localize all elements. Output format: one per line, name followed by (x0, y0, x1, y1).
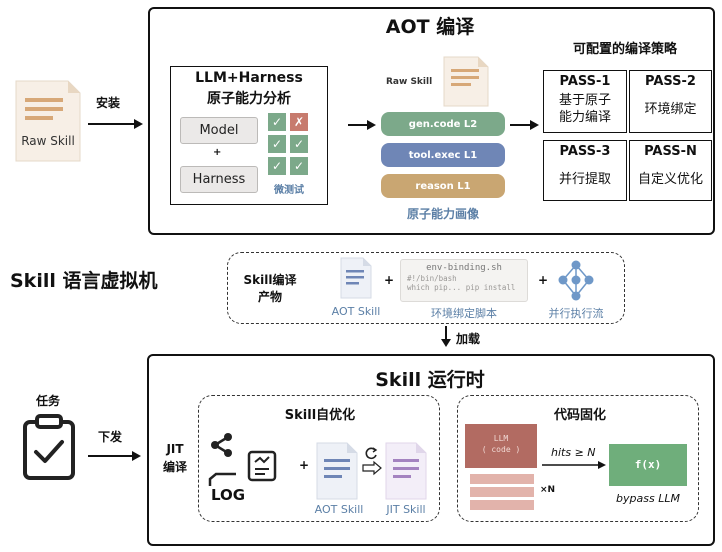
self-opt-title: Skill自优化 (284, 408, 356, 423)
micro-test-label: 微测试 (274, 185, 304, 196)
pass-3: PASS-3 并行提取 (543, 140, 627, 201)
raw-skill-label: Raw Skill (21, 134, 75, 148)
test-cell-6: ✓ (290, 157, 308, 175)
self-optimization-panel (198, 395, 440, 522)
parallel-flow-icon (558, 260, 594, 301)
share-icon (211, 433, 232, 457)
pass-1: PASS-1 基于原子 能力编译 (543, 70, 627, 133)
test-cell-1: ✓ (268, 113, 286, 131)
vm-aot-skill-label: AOT Skill (331, 305, 381, 318)
jit-skill-label: JIT Skill (386, 503, 426, 516)
test-cell-2: ✗ (290, 113, 308, 131)
pill-gen-code: gen.code L2 (381, 112, 505, 136)
refresh-icon (365, 447, 378, 460)
model-harness-plus: + (213, 147, 222, 158)
runtime-aot-skill-label: AOT Skill (314, 503, 364, 516)
llm-code-line-1: LLM (493, 434, 509, 443)
llm-code-line-2: ( code ) (481, 445, 521, 454)
strategy-title: 可配置的编译策略 (572, 42, 677, 57)
task-clipboard-icon (23, 414, 75, 480)
parallel-flow-label: 并行执行流 (548, 307, 604, 320)
pass-2-desc-1: 环境绑定 (644, 102, 697, 117)
pass-1-desc-1: 基于原子 (558, 93, 611, 108)
bypass-label: bypass LLM (616, 492, 680, 505)
pass-1-title: PASS-1 (559, 74, 611, 89)
runtime-title: Skill 运行时 (375, 369, 485, 391)
install-arrow (88, 119, 143, 129)
pass-n-desc-1: 自定义优化 (637, 172, 703, 187)
repeat-bar-1 (470, 474, 534, 484)
jit-skill-doc-icon (385, 442, 427, 500)
solidify-title: 代码固化 (553, 408, 606, 423)
test-cell-4: ✓ (290, 135, 308, 153)
code-solidify-panel (457, 395, 699, 522)
raw-skill-small-doc-icon (443, 56, 489, 107)
raw-skill-small-label: Raw Skill (386, 77, 433, 87)
dispatch-arrow (88, 451, 141, 461)
image-icon (247, 450, 277, 482)
portrait-label: 原子能力画像 (406, 207, 479, 221)
model-box: Model (180, 117, 258, 144)
function-block: f(x) (609, 444, 687, 486)
harness-box: Harness (180, 166, 258, 193)
dispatch-label: 下发 (98, 430, 123, 444)
jit-label-2: 编译 (162, 460, 187, 474)
script-name: env-binding.sh (426, 263, 502, 273)
env-script-label: 环境绑定脚本 (431, 307, 497, 320)
pass-n-title: PASS-N (644, 144, 697, 159)
vm-plus-2: + (538, 273, 549, 287)
pass-2: PASS-2 环境绑定 (629, 70, 712, 133)
log-label: LOG (211, 486, 246, 504)
pass-2-title: PASS-2 (645, 74, 696, 89)
test-cell-3: ✓ (268, 135, 286, 153)
analysis-title-1: LLM+Harness (195, 70, 303, 86)
artifact-label-1: Skill编译 (243, 273, 297, 287)
jit-label-1: JIT (166, 442, 184, 456)
aot-skill-runtime-doc-icon (316, 442, 358, 500)
times-n-label: ×N (540, 485, 556, 495)
log-file-icon (208, 472, 236, 486)
load-label: 加载 (456, 332, 481, 346)
pass-3-title: PASS-3 (559, 144, 611, 159)
raw-skill-document: Raw Skill (15, 80, 81, 162)
repeat-bar-3 (470, 500, 534, 510)
aot-title: AOT 编译 (385, 16, 475, 38)
load-arrow (441, 326, 451, 347)
env-script-card: env-binding.sh #!/bin/bash which pip... … (400, 259, 528, 302)
analysis-to-portrait-arrow (348, 120, 376, 130)
portrait-to-passes-arrow (510, 120, 539, 130)
test-cell-5: ✓ (268, 157, 286, 175)
script-line-1: #!/bin/bash (407, 274, 457, 283)
pill-reason: reason L1 (381, 174, 505, 198)
vm-plus-1: + (384, 273, 395, 287)
llm-code-block: LLM ( code ) (465, 424, 537, 468)
task-label: 任务 (36, 394, 61, 408)
analysis-title-2: 原子能力分析 (207, 91, 291, 107)
vm-title: Skill 语言虚拟机 (10, 270, 158, 292)
hits-label: hits ≥ N (551, 446, 596, 459)
raw-skill-doc-icon (15, 80, 81, 162)
pass-3-desc-1: 并行提取 (558, 172, 611, 187)
pill-tool-exec: tool.exec L1 (381, 143, 505, 167)
hits-arrow (542, 461, 606, 469)
install-label: 安装 (96, 96, 121, 110)
pass-1-desc-2: 能力编译 (558, 110, 611, 125)
artifact-panel (227, 252, 625, 324)
repeat-bar-2 (470, 487, 534, 497)
self-opt-plus: + (299, 458, 310, 472)
pass-n: PASS-N 自定义优化 (629, 140, 712, 201)
transform-arrow-icon (362, 460, 382, 476)
script-line-2: which pip... pip install (407, 283, 516, 292)
aot-skill-doc-icon (340, 257, 372, 299)
artifact-label-2: 产物 (257, 290, 282, 304)
